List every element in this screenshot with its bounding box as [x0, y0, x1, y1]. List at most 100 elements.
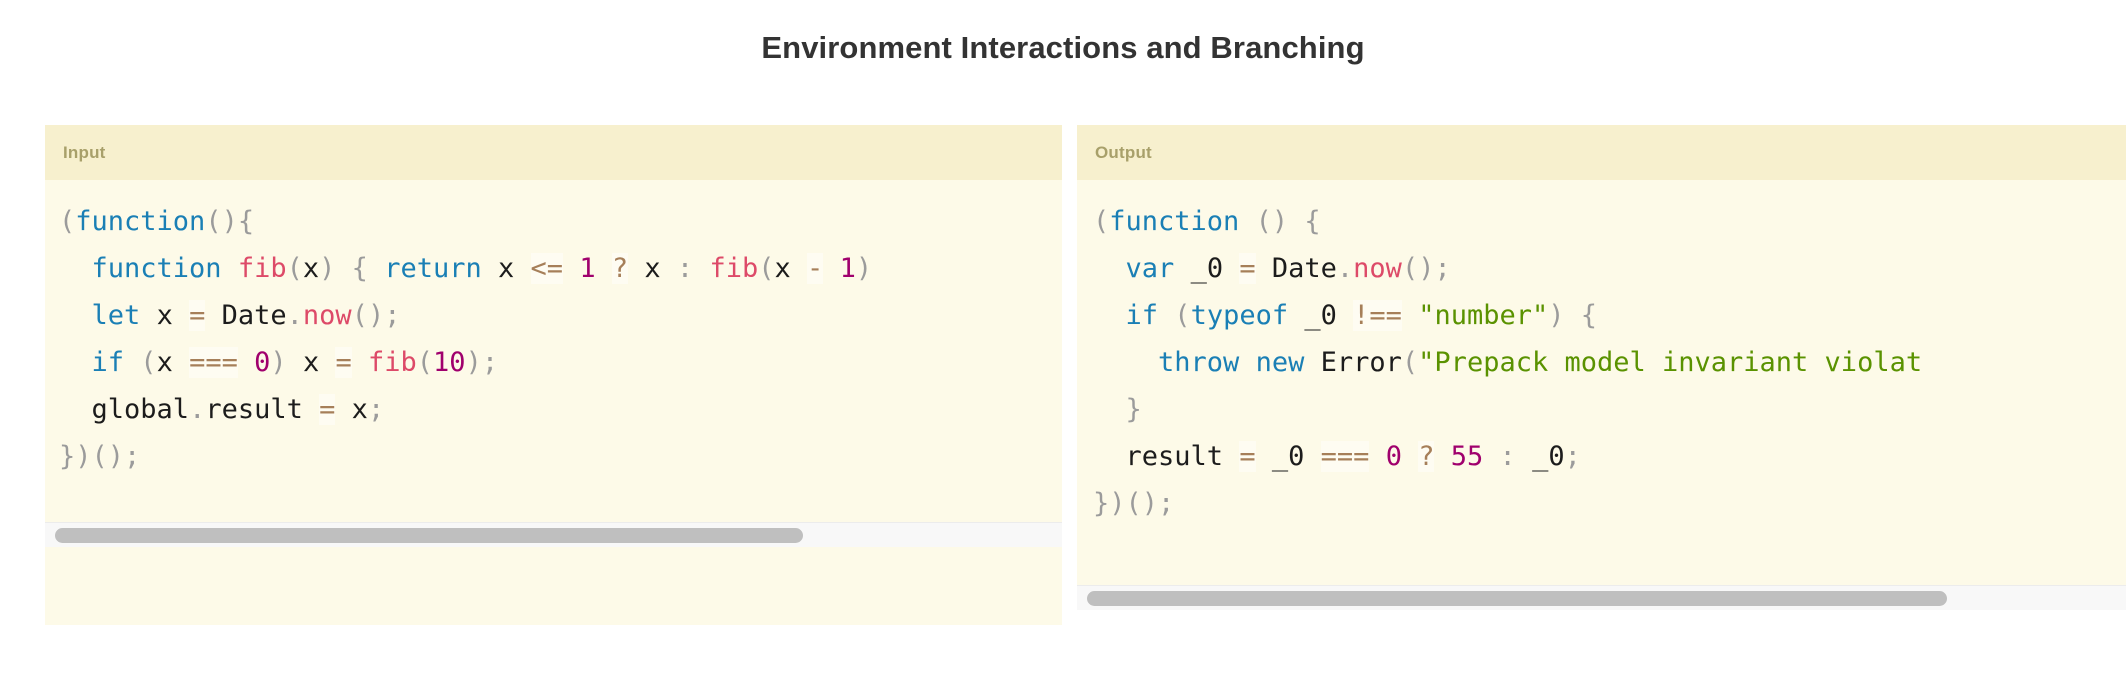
code-token: . — [1336, 253, 1354, 284]
code-token: result — [1125, 441, 1224, 472]
code-token: var — [1125, 253, 1175, 284]
code-token: x — [351, 394, 368, 425]
code-token — [1288, 300, 1304, 331]
code-token: : — [1499, 441, 1516, 472]
code-token — [596, 253, 612, 284]
code-token — [335, 394, 351, 425]
code-token: new — [1255, 347, 1305, 378]
code-token: function — [1109, 206, 1240, 237]
output-horizontal-scrollbar[interactable] — [1077, 585, 2126, 610]
code-token — [1174, 253, 1190, 284]
code-token: ( — [59, 206, 76, 237]
code-token — [368, 253, 384, 284]
code-token — [319, 347, 335, 378]
output-panel-label: Output — [1095, 142, 1152, 162]
input-panel-footer — [45, 547, 1062, 625]
input-code-block: (function(){ function fib(x) { return x … — [45, 198, 1062, 480]
code-token — [563, 253, 579, 284]
code-token: (); — [351, 300, 401, 331]
code-token: ) — [319, 253, 336, 284]
code-token — [59, 253, 92, 284]
panels-container: Input (function(){ function fib(x) { ret… — [0, 125, 2126, 625]
code-token: { — [351, 253, 368, 284]
code-token: now — [302, 300, 352, 331]
code-token: ( — [140, 347, 157, 378]
code-token: let — [91, 300, 141, 331]
input-code-area[interactable]: (function(){ function fib(x) { return x … — [45, 180, 1062, 527]
code-token — [1337, 300, 1353, 331]
code-token: { — [1580, 300, 1598, 331]
code-token: x — [644, 253, 661, 284]
code-token — [514, 253, 530, 284]
code-token: _0 — [1532, 441, 1565, 472]
code-token: function — [75, 206, 206, 237]
code-token: })(); — [59, 441, 141, 472]
output-scrollbar-thumb[interactable] — [1087, 591, 1947, 606]
code-token — [352, 347, 368, 378]
code-token — [59, 300, 92, 331]
code-token — [287, 347, 303, 378]
code-token: = — [189, 300, 206, 331]
code-token: = — [335, 347, 352, 378]
code-token — [124, 347, 140, 378]
code-token — [222, 253, 238, 284]
code-token: _0 — [1190, 253, 1224, 284]
code-token — [173, 347, 189, 378]
code-token — [1093, 394, 1126, 425]
code-token — [1369, 441, 1385, 472]
code-token: ? — [611, 253, 629, 284]
output-panel-header: Output — [1077, 125, 2126, 180]
code-token: . — [189, 394, 206, 425]
code-token: fib — [709, 253, 759, 284]
code-token: ( — [1401, 347, 1419, 378]
code-token — [1483, 441, 1499, 472]
code-token: (); — [1401, 253, 1451, 284]
code-token — [1304, 347, 1320, 378]
code-token: = — [319, 394, 336, 425]
code-token: ( — [286, 253, 303, 284]
code-token: 10 — [433, 347, 466, 378]
code-token: now — [1353, 253, 1402, 284]
code-token: - — [807, 253, 824, 284]
code-token — [1093, 347, 1158, 378]
code-token: { — [1304, 206, 1321, 237]
code-token — [59, 347, 92, 378]
code-token — [303, 394, 319, 425]
code-token — [205, 300, 221, 331]
code-token: ) — [270, 347, 287, 378]
code-token: = — [1239, 441, 1256, 472]
code-token — [661, 253, 677, 284]
code-token — [1093, 253, 1126, 284]
code-token — [173, 300, 189, 331]
code-token: } — [1125, 394, 1142, 425]
code-token: "Prepack model invariant violat — [1418, 347, 1923, 378]
code-token — [693, 253, 709, 284]
code-token: ? — [1418, 441, 1435, 472]
code-token: ) — [1548, 300, 1565, 331]
input-panel-header: Input — [45, 125, 1062, 180]
code-token: throw — [1158, 347, 1240, 378]
code-token — [1304, 441, 1320, 472]
code-token — [1239, 347, 1255, 378]
output-code-area[interactable]: (function () { var _0 = Date.now(); if (… — [1077, 180, 2126, 528]
code-token: ( — [1093, 206, 1110, 237]
code-token: fib — [368, 347, 417, 378]
code-token: global — [91, 394, 190, 425]
code-token — [1223, 253, 1239, 284]
code-token: . — [286, 300, 303, 331]
code-token: 0 — [1385, 441, 1402, 472]
input-scrollbar-thumb[interactable] — [55, 528, 803, 543]
input-horizontal-scrollbar[interactable] — [45, 522, 1062, 547]
code-token: x — [302, 347, 320, 378]
code-token — [482, 253, 498, 284]
code-token — [59, 394, 92, 425]
output-code-block: (function () { var _0 = Date.now(); if (… — [1077, 198, 2126, 527]
code-token: typeof — [1190, 300, 1289, 331]
code-token — [1239, 206, 1255, 237]
code-token — [1402, 441, 1418, 472]
code-token — [1093, 300, 1126, 331]
code-token: : — [676, 253, 694, 284]
code-token: !== — [1353, 300, 1402, 331]
code-token: "number" — [1418, 300, 1549, 331]
